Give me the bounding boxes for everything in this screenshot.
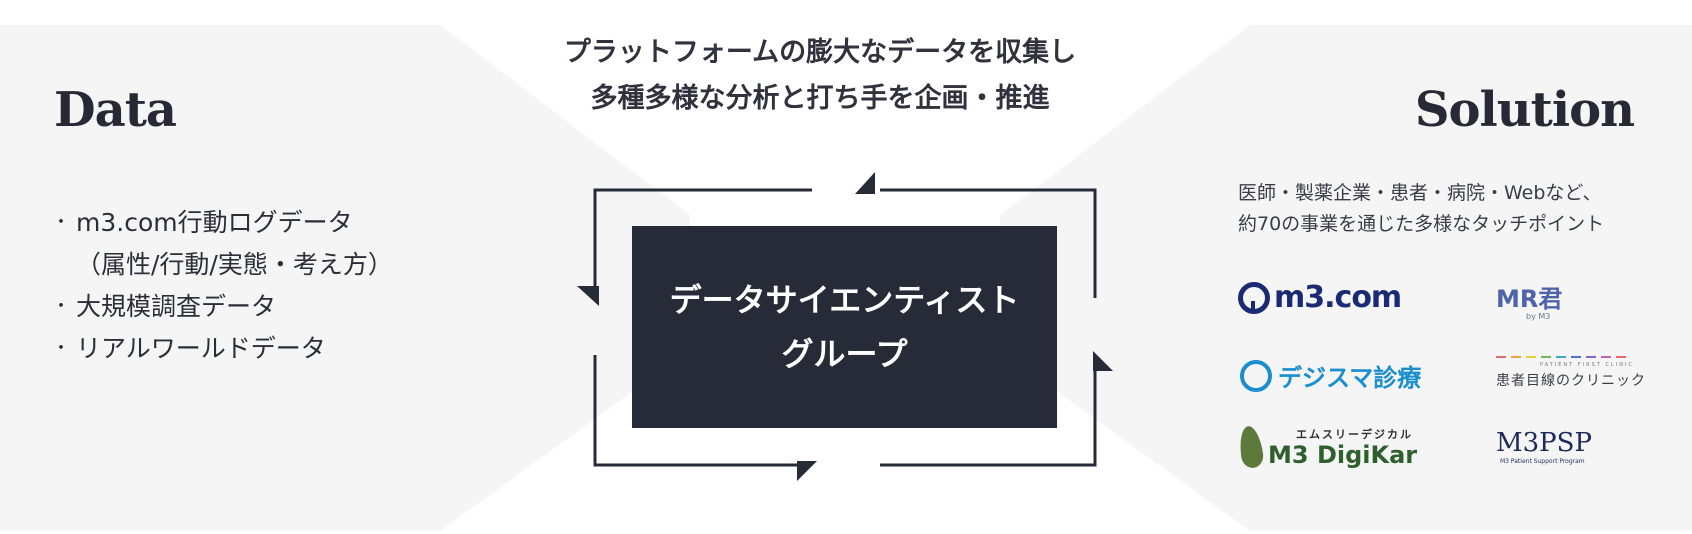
- arrowhead-right: [1093, 351, 1113, 371]
- arrow-path-top-right: [880, 188, 1097, 298]
- m3com-logo: m3.com: [1238, 280, 1402, 315]
- m3psp-wordmark: M3PSP: [1496, 428, 1592, 458]
- bullet: ・: [52, 296, 70, 317]
- leaf-icon: [1237, 424, 1265, 470]
- center-line-1: データサイエンティスト: [669, 281, 1020, 319]
- arrowhead-left: [577, 286, 599, 306]
- digikar-wordmark: M3 DigiKar: [1268, 441, 1418, 469]
- logo-grid: m3.com MR君 by M3 デジスマ診療 PATIENT FIRST CL…: [1237, 278, 1648, 478]
- digisuma-pin-icon: [1240, 359, 1272, 392]
- list-item-sub: （属性/行動/実態・考え方）: [76, 250, 393, 279]
- mrkun-sub: by M3: [1526, 312, 1551, 321]
- list-item-text: リアルワールドデータ: [76, 334, 326, 363]
- digisuma-logo: デジスマ診療: [1240, 358, 1421, 393]
- list-item-text: 大規模調査データ: [76, 292, 277, 321]
- cycle-arrows: [577, 172, 1113, 481]
- solution-title: Solution: [1414, 82, 1635, 138]
- clinic-color-bars: [1496, 356, 1626, 358]
- digikar-logo: エムスリーデジカル M3 DigiKar: [1237, 424, 1418, 470]
- list-item: ・ リアルワールドデータ: [52, 328, 393, 370]
- clinic-logo: PATIENT FIRST CLINIC 患者目線のクリニック: [1496, 356, 1646, 390]
- description-line-2: 約70の事業を通じた多様なタッチポイント: [1238, 213, 1605, 235]
- mrkun-logo: MR君 by M3: [1496, 286, 1562, 321]
- center-box: データサイエンティスト グループ: [632, 226, 1057, 428]
- arrowhead-bottom: [797, 461, 817, 481]
- m3com-wordmark: m3.com: [1274, 280, 1402, 315]
- m3-circle-icon: [1238, 281, 1270, 314]
- bullet: ・: [52, 212, 70, 233]
- arrow-path-bottom-left: [593, 355, 810, 467]
- data-list: ・ m3.com行動ログデータ （属性/行動/実態・考え方） ・ 大規模調査デー…: [52, 202, 393, 370]
- list-item: ・ m3.com行動ログデータ: [52, 202, 393, 244]
- digikar-kana: エムスリーデジカル: [1296, 428, 1413, 441]
- mrkun-wordmark: MR君: [1496, 285, 1563, 313]
- arrowhead-top: [855, 172, 875, 194]
- background-band: [0, 25, 1692, 531]
- center-line-2: グループ: [781, 335, 908, 373]
- m3psp-sub: M3 Patient Support Program: [1500, 458, 1585, 465]
- arrow-path-top-left: [593, 188, 812, 293]
- solution-description: 医師・製薬企業・患者・病院・Webなど、 約70の事業を通じた多様なタッチポイン…: [1238, 178, 1604, 240]
- clinic-wordmark: 患者目線のクリニック: [1496, 373, 1646, 389]
- m3psp-logo: M3PSP M3 Patient Support Program: [1496, 428, 1592, 465]
- main-heading: プラットフォームの膨大なデータを収集し 多種多様な分析と打ち手を企画・推進: [480, 30, 1160, 122]
- list-item-text: m3.com行動ログデータ: [76, 208, 353, 237]
- clinic-tagline: PATIENT FIRST CLINIC: [1540, 362, 1634, 368]
- bullet: ・: [52, 338, 70, 359]
- data-title: Data: [54, 82, 177, 138]
- description-line-1: 医師・製薬企業・患者・病院・Webなど、: [1238, 182, 1602, 204]
- digisuma-wordmark: デジスマ診療: [1278, 364, 1422, 392]
- heading-line-1: プラットフォームの膨大なデータを収集し: [563, 37, 1077, 68]
- list-item: ・ 大規模調査データ: [52, 286, 393, 328]
- arrow-path-bottom-right: [880, 365, 1097, 467]
- heading-line-2: 多種多様な分析と打ち手を企画・推進: [590, 83, 1050, 114]
